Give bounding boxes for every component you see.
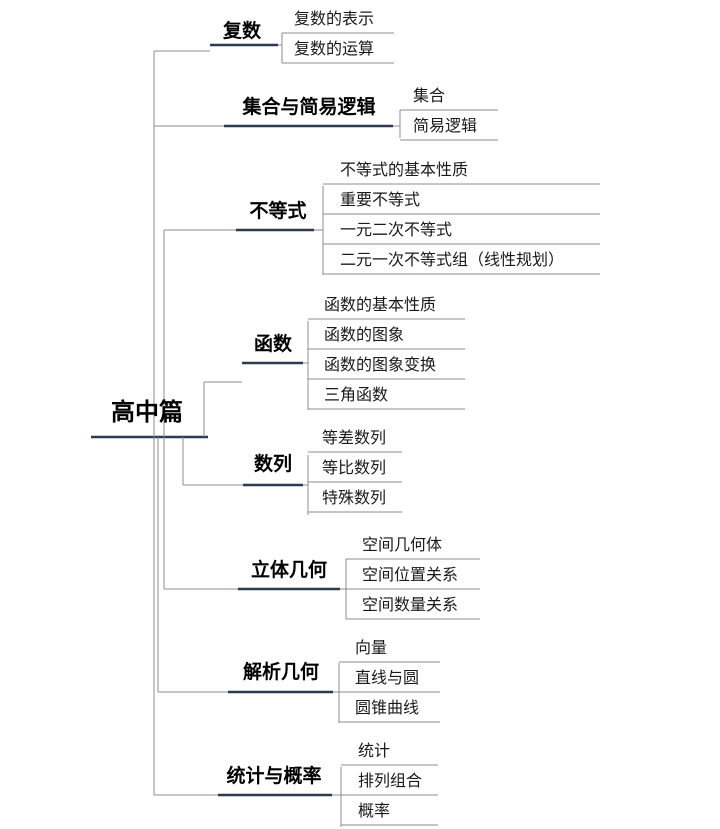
- category-1-item-2: 复数的运算: [294, 39, 375, 58]
- category-6-item-2: 空间位置关系: [362, 565, 459, 584]
- category-8-label: 统计与概率: [226, 765, 322, 787]
- category-5-label: 数列: [254, 453, 293, 475]
- category-7-item-2: 直线与圆: [355, 668, 420, 687]
- category-5-item-1: 等差数列: [322, 428, 387, 447]
- category-8-item-3: 概率: [358, 801, 391, 820]
- category-5-item-2: 等比数列: [322, 458, 387, 477]
- category-4-item-1: 函数的基本性质: [324, 295, 437, 314]
- category-4-item-2: 函数的图象: [324, 325, 405, 344]
- category-1-item-1: 复数的表示: [294, 9, 375, 28]
- category-1-label: 复数: [223, 20, 262, 42]
- category-8-item-2: 排列组合: [358, 771, 423, 790]
- category-7-label: 解析几何: [243, 661, 320, 683]
- category-3-item-2: 重要不等式: [340, 190, 421, 209]
- category-2-item-2: 简易逻辑: [413, 116, 478, 135]
- category-8-item-1: 统计: [358, 741, 391, 760]
- category-3-item-3: 一元二次不等式: [340, 220, 453, 239]
- category-4-label: 函数: [254, 333, 293, 355]
- category-2-item-1: 集合: [413, 86, 446, 105]
- category-6-label: 立体几何: [251, 559, 328, 581]
- category-2-label: 集合与简易逻辑: [242, 96, 376, 118]
- category-7-item-1: 向量: [355, 638, 388, 657]
- root-title: 高中篇: [111, 398, 183, 426]
- category-4-item-4: 三角函数: [324, 385, 389, 404]
- category-7-item-3: 圆锥曲线: [355, 698, 420, 717]
- category-6-item-1: 空间几何体: [362, 535, 443, 554]
- category-3-item-4: 二元一次不等式组（线性规划）: [340, 250, 565, 269]
- category-5-item-3: 特殊数列: [322, 488, 387, 507]
- category-6-item-3: 空间数量关系: [362, 595, 459, 614]
- category-4-item-3: 函数的图象变换: [324, 355, 437, 374]
- category-3-item-1: 不等式的基本性质: [340, 160, 469, 179]
- category-3-label: 不等式: [249, 200, 307, 222]
